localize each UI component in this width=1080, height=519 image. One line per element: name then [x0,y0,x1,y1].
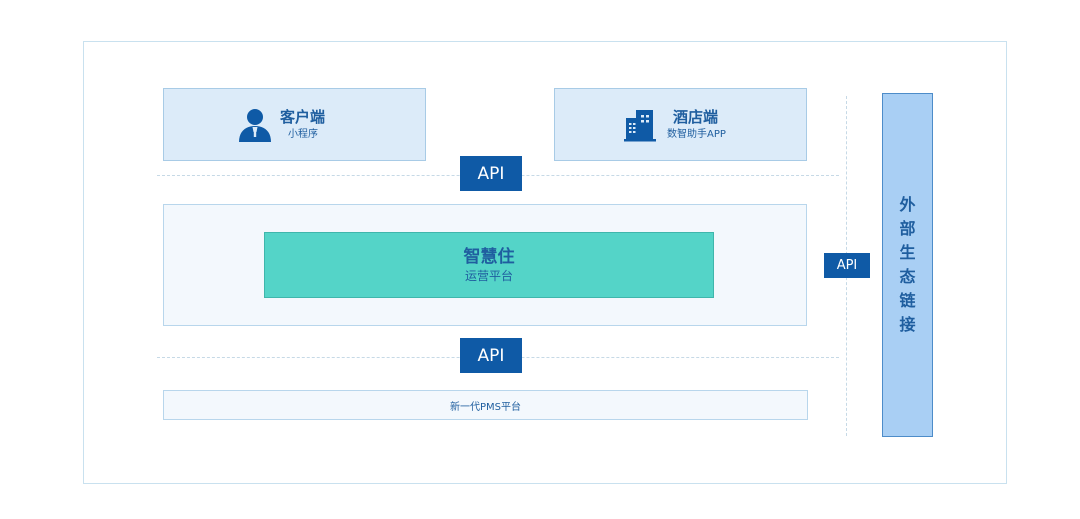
core-subtitle: 运营平台 [464,269,513,283]
external-label-char: 态 [899,267,916,286]
external-ecosystem-column: 外 部 生 态 链 接 [882,93,933,437]
building-icon [623,108,657,142]
core-platform-box: 智慧住 运营平台 [264,232,714,298]
client-card: 客户端 小程序 [163,88,426,161]
api-badge-side: API [824,253,870,278]
client-subtitle: 小程序 [288,129,318,140]
external-label-char: 外 [899,195,916,214]
external-label-char: 接 [899,315,916,334]
api-badge-bottom: API [460,338,522,373]
client-title: 客户端 [280,108,326,126]
hotel-card: 酒店端 数智助手APP [554,88,807,161]
external-label-char: 生 [899,243,916,262]
external-label-char: 部 [899,219,916,238]
pms-platform-bar: 新一代PMS平台 [163,390,808,420]
hotel-subtitle: 数智助手APP [667,129,726,140]
api-badge-top: API [460,156,522,191]
user-icon [238,107,272,143]
hotel-title: 酒店端 [673,108,719,126]
external-label-char: 链 [899,291,916,310]
core-title: 智慧住 [463,247,515,267]
